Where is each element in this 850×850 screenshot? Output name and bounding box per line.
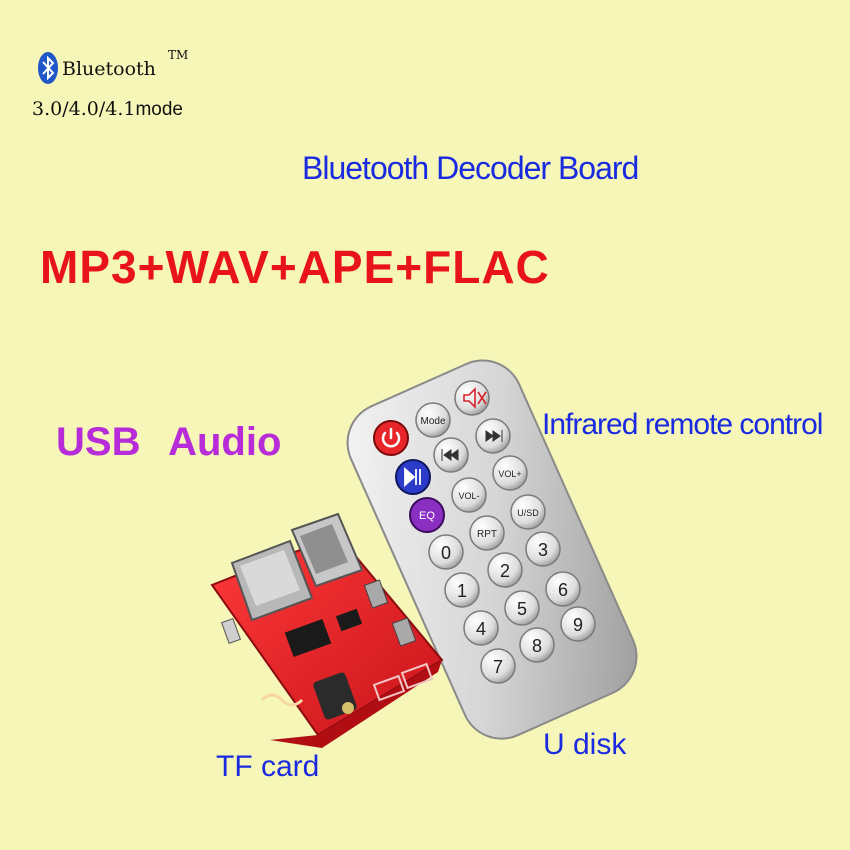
digit-7-label: 7 [493,657,503,677]
digit-5-label: 5 [517,599,527,619]
vol-plus-button [492,455,528,491]
antenna-trace [260,693,304,707]
small-chip [335,608,363,632]
prev-icon [441,449,459,461]
digit-3-label: 3 [538,540,548,560]
main-chip [284,618,332,658]
digit-4-button [463,610,499,646]
mute-icon [463,387,487,409]
bluetooth-icon [38,52,58,84]
remote-callout: Infrared remote control [542,408,823,441]
digit-6-label: 6 [558,580,568,600]
digit-4-label: 4 [476,619,486,639]
bluetooth-brand-text: Bluetooth [62,58,156,80]
eq-button [409,497,445,533]
decoder-board [210,512,444,748]
digit-0-label: 0 [441,543,451,563]
digit-3-button [525,531,561,567]
pcb-edge [270,660,442,748]
audio-jack-ring [342,702,354,714]
tf-card-slot-inner [240,550,300,606]
trademark-text: TM [168,48,189,62]
digit-7-button [480,648,516,684]
power-icon [381,427,401,448]
play-pause-icon [404,466,421,488]
digit-0-button [428,534,464,570]
eq-label: EQ [419,510,435,522]
vol-minus-label: VOL- [458,491,479,501]
digit-6-button [545,571,581,607]
micro-usb-port-2 [391,617,417,647]
versions-suffix: mode [135,99,183,120]
vol-plus-label: VOL+ [498,469,521,479]
micro-usb-port-1 [363,579,389,609]
digit-1-label: 1 [457,581,467,601]
usb-port-inner [300,524,348,574]
digit-5-button [504,590,540,626]
page-title: Bluetooth Decoder Board [302,150,639,186]
digit-8-label: 8 [532,636,542,656]
usd-button [510,494,546,530]
digit-9-label: 9 [573,615,583,635]
vol-minus-button [451,477,487,513]
tf-card-callout: TF card [216,750,320,783]
digit-2-label: 2 [500,561,510,581]
rpt-button [469,515,505,551]
next-icon [485,430,503,442]
pin-header-1 [372,674,406,702]
u-disk-callout: U disk [543,728,627,761]
mute-button [454,380,490,416]
mode-button [415,402,451,438]
usb-audio-text: USB Audio [56,420,282,464]
mode-label: Mode [420,416,445,427]
rpt-label: RPT [477,529,497,540]
formats-text: MP3+WAV+APE+FLAC [40,241,550,293]
digit-2-button [487,552,523,588]
digit-8-button [519,627,555,663]
side-switch [220,617,242,645]
digit-1-button [444,572,480,608]
remote-buttons [373,380,596,684]
versions-text: 3.0/4.0/4.1 [32,98,136,120]
bluetooth-versions: 3.0/4.0/4.1mode [32,98,183,121]
digit-9-button [560,606,596,642]
pin-header-2 [400,662,434,690]
usd-label: U/SD [517,508,539,518]
